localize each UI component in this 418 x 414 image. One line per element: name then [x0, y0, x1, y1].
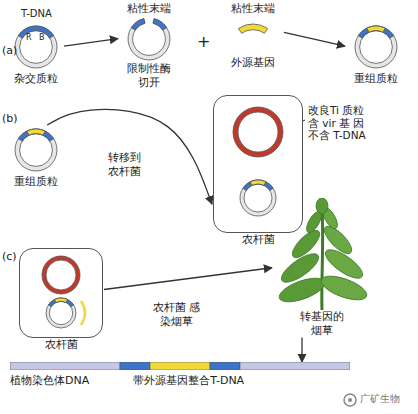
tobacco-leaf	[316, 198, 328, 214]
arrow-connector	[301, 338, 302, 363]
label: (a)	[2, 44, 17, 57]
watermark-icon	[344, 394, 356, 406]
plasmid-node: 粘性末端限制性酶 切开	[118, 2, 180, 89]
edge-label: 转移到 农杆菌	[104, 150, 146, 180]
plasmid-segment	[42, 256, 80, 294]
plasmid-segment	[355, 26, 397, 68]
plasmid-segment	[46, 298, 76, 328]
chromosome-segment	[210, 362, 240, 370]
node-text: 带外源基因整合T-DNA	[133, 374, 244, 388]
plasmid-node: 粘性末端外源基因	[222, 2, 284, 70]
arrow-connector	[104, 268, 272, 290]
t-dna-bracket	[81, 301, 85, 325]
node-text: 粘性末端	[231, 2, 275, 16]
plasmid-segment	[153, 18, 167, 29]
node-text: 重组质粒	[14, 175, 58, 189]
tobacco-leaf	[288, 226, 323, 261]
plasmid-segment	[15, 129, 57, 171]
node-text: 转基因的 烟草	[297, 310, 348, 338]
bacterium-outline	[213, 95, 303, 233]
plant-stem	[320, 206, 324, 310]
node-text: 植物染色体DNA	[10, 374, 89, 388]
node-text: 农杆菌	[45, 338, 78, 352]
plasmid-segment	[358, 26, 393, 38]
label: (c)	[2, 250, 17, 263]
chromosome-segment	[120, 362, 150, 370]
plasmid-segment	[18, 26, 53, 38]
plasmid-segment	[27, 129, 45, 135]
bact-art	[214, 96, 302, 232]
bact-art	[20, 249, 102, 337]
label: 广矿生物	[360, 393, 400, 405]
arrow-connector	[64, 39, 118, 47]
plasmid-art	[346, 22, 406, 72]
chromosome-segment	[150, 362, 210, 370]
plasmid-segment	[128, 18, 170, 59]
plasmid-segment	[238, 24, 267, 33]
plasmid-segment	[131, 18, 145, 29]
plasmid-segment	[15, 26, 57, 68]
plasmid-segment	[243, 180, 273, 190]
label: (b)	[2, 112, 18, 125]
label: +	[197, 32, 210, 51]
chromosome-segment	[240, 362, 350, 370]
bact-node: 农杆菌	[212, 95, 304, 247]
edge-label: 农杆菌 感染烟草	[150, 300, 203, 330]
tobacco-leaf	[320, 222, 355, 257]
plasmid-segment	[240, 180, 276, 216]
plasmid-segment	[233, 107, 283, 157]
watermark-icon-dot	[348, 398, 352, 402]
plasmid-segment	[367, 26, 385, 32]
label: B	[39, 33, 45, 43]
plasmid-segment	[54, 298, 67, 302]
plasmid-node: 重组质粒	[8, 125, 64, 189]
node-text: 杂交质粒	[14, 72, 58, 86]
arrow-connector	[284, 32, 345, 46]
plasmid-node: 重组质粒	[345, 22, 407, 86]
caption-row: 植物染色体DNA 带外源基因整合T-DNA	[10, 374, 350, 388]
node-text: 外源基因	[231, 56, 275, 70]
label: T-DNA	[21, 8, 52, 20]
plasmid-art	[223, 16, 283, 56]
node-text: 农杆菌	[242, 233, 275, 247]
node-text: 重组质粒	[354, 72, 398, 86]
band-art	[10, 362, 350, 370]
plant-art	[272, 198, 372, 310]
band-node: 植物染色体DNA 带外源基因整合T-DNA	[10, 362, 350, 388]
chromosome-segment	[10, 362, 120, 370]
plasmid-segment	[18, 129, 53, 141]
node-text: 限制性酶 切开	[125, 62, 173, 90]
plasmid-art	[119, 16, 179, 62]
label: R	[26, 33, 32, 43]
bact-node: 农杆菌	[18, 248, 104, 352]
bacterium-outline	[19, 248, 103, 338]
plant-node: 转基因的 烟草	[272, 198, 372, 338]
plasmid-segment	[48, 298, 73, 307]
arrow-connector	[47, 109, 212, 204]
plasmid-art	[8, 125, 64, 175]
node-text: 粘性末端	[127, 2, 171, 16]
label: 改良Ti 质粒含 vir 基 因不含 T-DNA	[308, 104, 367, 142]
plasmid-segment	[250, 180, 266, 185]
